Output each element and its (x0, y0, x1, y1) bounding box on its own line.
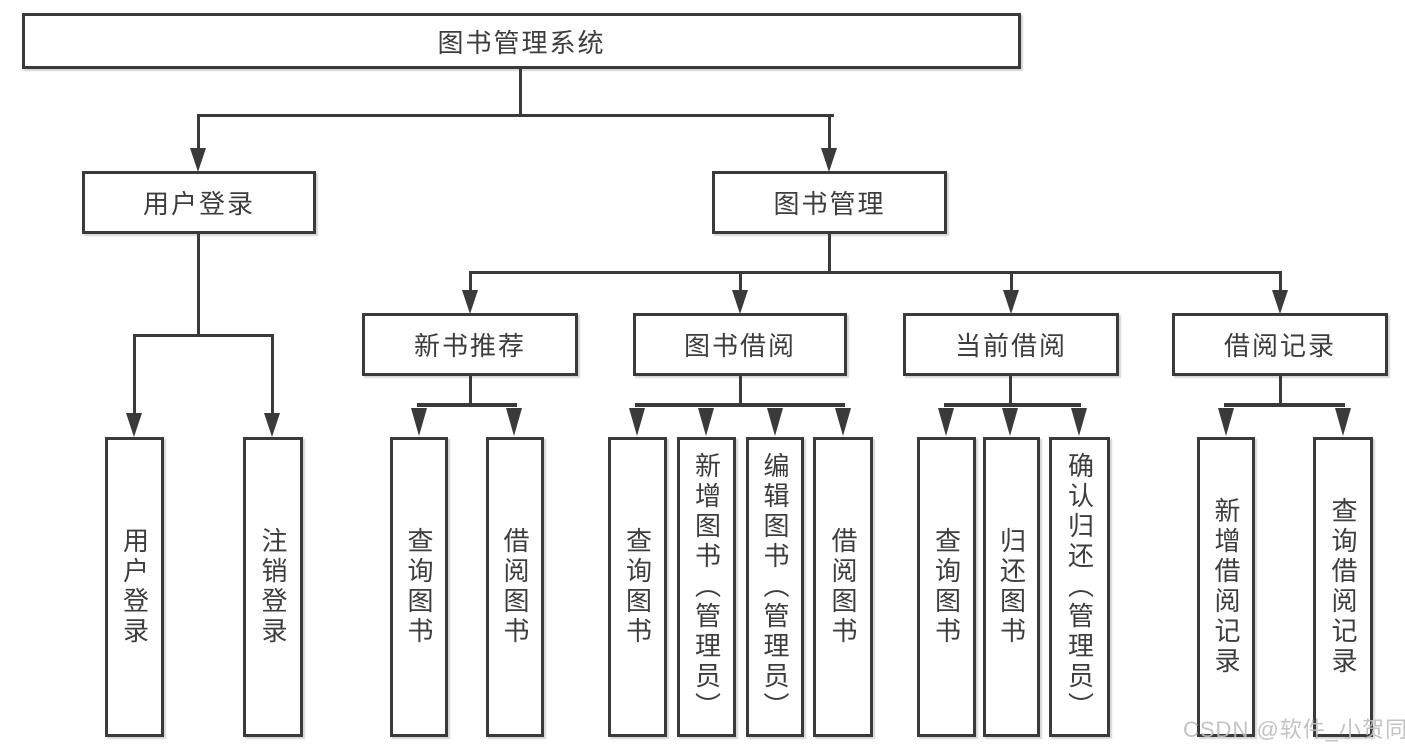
node-current-borrow: 当前借阅 (903, 313, 1119, 376)
node-root-label: 图书管理系统 (437, 27, 606, 58)
connector-g2-hbar (635, 403, 845, 407)
leaf-edit-book-admin-label: 编辑图书（管理员） (760, 452, 790, 722)
leaf-add-book-admin: 新增图书（管理员） (677, 437, 736, 737)
leaf-query-borrow-record-label: 查询借阅记录 (1328, 497, 1358, 677)
leaf-query-book-borrow: 查询图书 (608, 437, 667, 737)
arrow-down-icon (1218, 408, 1234, 436)
arrow-down-icon (835, 408, 851, 436)
arrow-down-icon (126, 413, 142, 437)
leaf-borrow-book-recommend-label: 借阅图书 (500, 527, 530, 647)
leaf-borrow-book-recommend: 借阅图书 (486, 437, 544, 737)
arrow-down-icon (821, 148, 837, 172)
node-book-borrow-label: 图书借阅 (683, 331, 796, 361)
connector-userlogin-hbar (133, 334, 274, 337)
connector-g4-vline (1279, 376, 1282, 405)
node-book-management: 图书管理 (712, 171, 947, 234)
connector-level3-hbar (469, 271, 1282, 274)
csdn-watermark: CSDN @软件_小贺同学 (1183, 717, 1405, 742)
leaf-query-book-current: 查询图书 (917, 437, 976, 737)
arrow-down-icon (732, 290, 748, 314)
leaf-query-book-recommend: 查询图书 (390, 437, 448, 737)
connector-g4-hbar (1224, 403, 1345, 407)
leaf-borrow-book: 借阅图书 (813, 437, 873, 737)
leaf-add-borrow-record-label: 新增借阅记录 (1211, 497, 1241, 677)
node-book-management-label: 图书管理 (773, 189, 886, 219)
connector-userlogin-vline (197, 233, 200, 336)
connector-g3-vline (1009, 376, 1012, 405)
arrow-down-icon (411, 408, 427, 436)
arrow-down-icon (767, 408, 783, 436)
arrow-down-icon (629, 408, 645, 436)
leaf-logout-label: 注销登录 (258, 527, 288, 647)
leaf-return-book: 归还图书 (983, 437, 1040, 737)
connector-leaf-login-drop (133, 334, 136, 414)
leaf-add-book-admin-label: 新增图书（管理员） (691, 452, 722, 722)
leaf-logout: 注销登录 (243, 437, 303, 737)
node-root: 图书管理系统 (22, 13, 1021, 69)
connector-bookmgmt-drop (828, 114, 831, 149)
connector-borrow-drop (739, 271, 742, 291)
leaf-edit-book-admin: 编辑图书（管理员） (746, 437, 804, 737)
arrow-down-icon (506, 408, 522, 436)
connector-records-drop (1279, 271, 1282, 291)
leaf-user-login-label: 用户登录 (119, 527, 150, 647)
leaf-borrow-book-label: 借阅图书 (828, 527, 858, 647)
node-user-login: 用户登录 (82, 171, 316, 234)
connector-leaf-logout-drop (271, 334, 274, 414)
node-borrow-records-label: 借阅记录 (1223, 331, 1336, 361)
node-user-login-label: 用户登录 (142, 189, 255, 219)
arrow-down-icon (462, 290, 478, 314)
arrow-down-icon (1003, 290, 1019, 314)
arrow-down-icon (1272, 290, 1288, 314)
connector-g3-hbar (944, 403, 1081, 407)
leaf-return-book-label: 归还图书 (996, 527, 1027, 647)
connector-root-vline (519, 68, 522, 117)
connector-newbook-drop (469, 271, 472, 291)
node-borrow-records: 借阅记录 (1172, 313, 1388, 376)
connector-level2-hbar (197, 114, 834, 117)
arrow-down-icon (698, 408, 714, 436)
leaf-confirm-return-admin-label: 确认归还（管理员） (1064, 452, 1095, 722)
leaf-add-borrow-record: 新增借阅记录 (1197, 437, 1255, 737)
leaf-query-book-current-label: 查询图书 (931, 527, 962, 647)
leaf-query-book-recommend-label: 查询图书 (404, 527, 434, 647)
connector-g1-vline (469, 376, 472, 405)
leaf-query-book-borrow-label: 查询图书 (622, 527, 653, 647)
arrow-down-icon (1335, 408, 1351, 436)
arrow-down-icon (938, 408, 954, 436)
connector-g1-hbar (417, 403, 517, 407)
connector-bookmgmt-vline (828, 233, 831, 274)
connector-userlogin-drop (197, 114, 200, 149)
leaf-user-login: 用户登录 (105, 437, 164, 737)
arrow-down-icon (264, 413, 280, 437)
node-book-borrow: 图书借阅 (633, 313, 847, 376)
connector-g2-vline (739, 376, 742, 405)
leaf-query-borrow-record: 查询借阅记录 (1313, 437, 1373, 737)
arrow-down-icon (1002, 408, 1018, 436)
node-new-book-recommend-label: 新书推荐 (413, 331, 526, 361)
node-current-borrow-label: 当前借阅 (954, 331, 1067, 361)
leaf-confirm-return-admin: 确认归还（管理员） (1049, 437, 1110, 737)
node-new-book-recommend: 新书推荐 (362, 313, 578, 376)
connector-current-drop (1010, 271, 1013, 291)
arrow-down-icon (190, 148, 206, 172)
arrow-down-icon (1071, 408, 1087, 436)
